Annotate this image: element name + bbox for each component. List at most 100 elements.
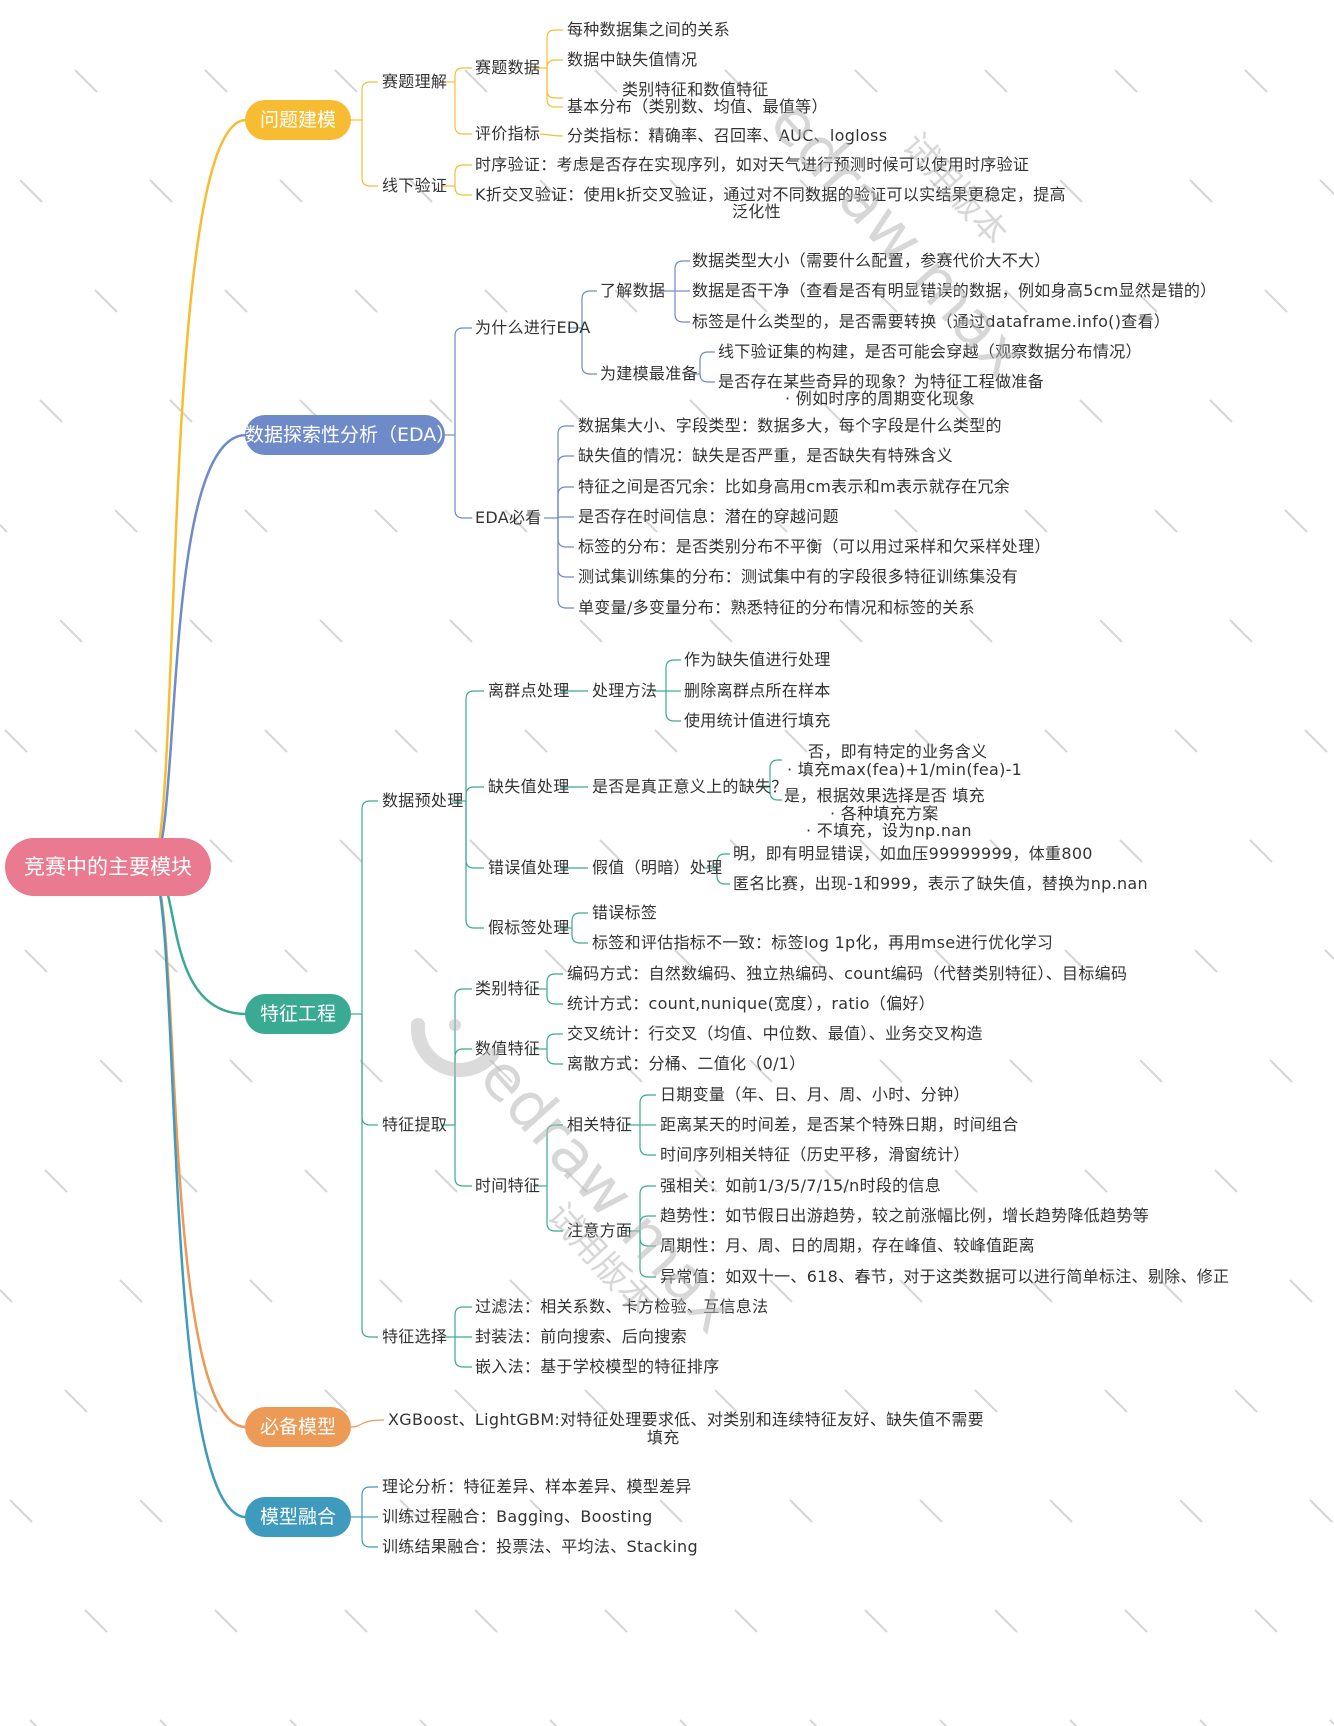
node-missing[interactable]: 缺失值处理 (488, 777, 570, 796)
node-problem-data[interactable]: 赛题数据 (475, 58, 541, 77)
root-node[interactable]: 竞赛中的主要模块 (5, 838, 211, 896)
connector-line (639, 1094, 656, 1125)
leaf-related-0[interactable]: 日期变量（年、日、月、周、小时、分钟） (660, 1085, 970, 1104)
leaf-eda-must-4[interactable]: 标签的分布：是否类别分布不平衡（可以用过采样和欠采样处理） (578, 537, 1051, 556)
leaf-num-1[interactable]: 离散方式：分桶、二值化（0/1） (567, 1054, 806, 1073)
leaf-eda-must-3[interactable]: 是否存在时间信息：潜在的穿越问题 (578, 507, 839, 526)
leaf-fusion-2[interactable]: 训练结果融合：投票法、平均法、Stacking (382, 1537, 698, 1556)
connector-line (639, 1125, 656, 1156)
branch-model-fusion[interactable]: 模型融合 (245, 1497, 351, 1537)
connector-line (557, 455, 574, 518)
leaf-select-1[interactable]: 封装法：前向搜索、后向搜索 (475, 1327, 687, 1346)
leaf-related-1[interactable]: 距离某天的时间差，是否某个特殊日期，时间组合 (660, 1115, 1019, 1134)
node-why-eda[interactable]: 为什么进行EDA (475, 318, 591, 337)
leaf-attention-0[interactable]: 强相关：如前1/3/5/7/15/n时段的信息 (660, 1176, 942, 1195)
leaf-attention-3[interactable]: 异常值：如双十一、618、春节，对于这类数据可以进行简单标注、剔除、修正 (660, 1267, 1230, 1286)
leaf-eda-must-0[interactable]: 数据集大小、字段类型：数据多大，每个字段是什么类型的 (578, 416, 1002, 435)
leaf-data-relation[interactable]: 每种数据集之间的关系 (567, 20, 731, 39)
node-related-feature[interactable]: 相关特征 (567, 1115, 633, 1134)
leaf-time-series-validation[interactable]: 时序验证：考虑是否存在实现序列，如对天气进行预测时候可以使用时序验证 (475, 155, 1030, 174)
leaf-method-0[interactable]: 作为缺失值进行处理 (684, 650, 831, 669)
leaf-method-2[interactable]: 使用统计值进行填充 (684, 711, 831, 730)
leaf-data-missing[interactable]: 数据中缺失值情况 (567, 50, 698, 69)
leaf-periodic-example[interactable]: · 例如时序的周期变化现象 (785, 389, 976, 408)
node-preprocess[interactable]: 数据预处理 (382, 791, 464, 810)
leaf-models-desc-cont[interactable]: 填充 (647, 1428, 680, 1447)
branch-feature-engineering[interactable]: 特征工程 (245, 994, 351, 1034)
node-know-data[interactable]: 了解数据 (600, 281, 666, 300)
leaf-method-1[interactable]: 删除离群点所在样本 (684, 681, 831, 700)
leaf-metric[interactable]: 分类指标：精确率、召回率、AUC、logloss (567, 126, 888, 145)
node-attention[interactable]: 注意方面 (567, 1221, 633, 1240)
branch-required-models[interactable]: 必备模型 (245, 1407, 351, 1447)
leaf-fake-label-0[interactable]: 错误标签 (592, 903, 658, 922)
node-category-feature[interactable]: 类别特征 (475, 979, 541, 998)
leaf-fusion-0[interactable]: 理论分析：特征差异、样本差异、模型差异 (382, 1477, 692, 1496)
leaf-select-2[interactable]: 嵌入法：基于学校模型的特征排序 (475, 1357, 720, 1376)
node-method[interactable]: 处理方法 (592, 681, 658, 700)
connector-line (699, 351, 715, 374)
leaf-label-type[interactable]: 标签是什么类型的，是否需要转换（通过dataframe.info()查看） (692, 312, 1171, 331)
connector-line (454, 1125, 472, 1187)
connector-line (149, 865, 247, 1519)
leaf-fake-1[interactable]: 匿名比赛，出现-1和999，表示了缺失值，替换为np.nan (733, 874, 1148, 893)
connector-line (361, 1014, 378, 1338)
node-eda-must-see[interactable]: EDA必看 (475, 508, 542, 527)
leaf-fake-label-1[interactable]: 标签和评估指标不一致：标签log 1p化，再用mse进行优化学习 (592, 933, 1054, 952)
node-outlier[interactable]: 离群点处理 (488, 681, 570, 700)
leaf-eda-must-5[interactable]: 测试集训练集的分布：测试集中有的字段很多特征训练集没有 (578, 567, 1019, 586)
connector-line (148, 118, 247, 869)
node-feature-select[interactable]: 特征选择 (382, 1327, 448, 1346)
leaf-fusion-1[interactable]: 训练过程融合：Bagging、Boosting (382, 1507, 653, 1526)
node-prep-modeling[interactable]: 为建模最准备 (600, 364, 698, 383)
connector-line (465, 801, 484, 929)
leaf-eda-must-2[interactable]: 特征之间是否冗余：比如身高用cm表示和m表示就存在冗余 (578, 477, 1011, 496)
leaf-data-clean[interactable]: 数据是否干净（查看是否有明显错误的数据，例如身高5cm显然是错的） (692, 281, 1217, 300)
leaf-kfold-validation-cont[interactable]: 泛化性 (732, 202, 781, 221)
connector-line (665, 659, 681, 691)
node-feature-extract[interactable]: 特征提取 (382, 1115, 448, 1134)
leaf-real-no-fill[interactable]: · 填充max(fea)+1/min(fea)-1 (787, 760, 1023, 779)
connector-line (639, 1215, 656, 1231)
branch-eda[interactable]: 数据探索性分析（EDA） (245, 415, 445, 455)
leaf-cat-0[interactable]: 编码方式：自然数编码、独立热编码、count编码（代替类别特征）、目标编码 (567, 964, 1128, 983)
leaf-models-desc[interactable]: XGBoost、LightGBM:对特征处理要求低、对类别和连续特征友好、缺失值… (388, 1410, 984, 1429)
connector-line (699, 373, 715, 383)
branch-problem-modeling[interactable]: 问题建模 (245, 100, 351, 140)
connector-line (557, 425, 574, 518)
leaf-real-yes[interactable]: 是，根据效果选择是否 填充 (784, 786, 985, 805)
node-problem-understanding[interactable]: 赛题理解 (382, 72, 448, 91)
connector-line (465, 786, 484, 801)
node-error-value[interactable]: 错误值处理 (488, 858, 570, 877)
leaf-real-yes-nan[interactable]: · 不填充，设为np.nan (806, 821, 972, 840)
leaf-data-size[interactable]: 数据类型大小（需要什么配置，参赛代价大不大） (692, 251, 1051, 270)
leaf-related-2[interactable]: 时间序列相关特征（历史平移，滑窗统计） (660, 1145, 970, 1164)
leaf-data-distribution[interactable]: 基本分布（类别数、均值、最值等） (567, 97, 828, 116)
leaf-real-no[interactable]: 否，即有特定的业务含义 (808, 742, 988, 761)
node-offline-validation[interactable]: 线下验证 (382, 176, 448, 195)
node-fake-label[interactable]: 假标签处理 (488, 918, 570, 937)
leaf-attention-1[interactable]: 趋势性：如节假日出游趋势，较之前涨幅比例，增长趋势降低趋势等 (660, 1206, 1150, 1225)
leaf-num-0[interactable]: 交叉统计：行交叉（均值、中位数、最值）、业务交叉构造 (567, 1024, 983, 1043)
node-fake-value[interactable]: 假值（明暗）处理 (592, 858, 723, 877)
leaf-cat-1[interactable]: 统计方式：count,nunique(宽度），ratio（偏好） (567, 994, 935, 1013)
connector-line (454, 186, 472, 196)
node-metric[interactable]: 评价指标 (475, 124, 541, 143)
leaf-fake-0[interactable]: 明，即有明显错误，如血压99999999，体重800 (733, 844, 1093, 863)
connector-line (546, 1186, 563, 1232)
leaf-real-yes-schemes[interactable]: · 各种填充方案 (830, 804, 939, 823)
leaf-kfold-validation[interactable]: K折交叉验证：使用k折交叉验证，通过对不同数据的验证可以实结果更稳定，提高 (475, 185, 1066, 204)
leaf-attention-2[interactable]: 周期性：月、周、日的周期，存在峰值、较峰值距离 (660, 1236, 1035, 1255)
leaf-eda-must-1[interactable]: 缺失值的情况：缺失是否严重，是否缺失有特殊含义 (578, 446, 953, 465)
connector-line (361, 81, 378, 120)
leaf-select-0[interactable]: 过滤法：相关系数、卡方检验、互信息法 (475, 1297, 769, 1316)
leaf-strange-phenomena[interactable]: 是否存在某些奇异的现象？为特征工程做准备 (718, 372, 1045, 391)
leaf-validation-build[interactable]: 线下验证集的构建，是否可能会穿越（观察数据分布情况） (718, 342, 1142, 361)
leaf-data-feature-types[interactable]: 类别特征和数值特征 (622, 80, 769, 99)
connector-line (454, 327, 472, 435)
leaf-eda-must-6[interactable]: 单变量/多变量分布：熟悉特征的分布情况和标签的关系 (578, 598, 975, 617)
node-real-missing[interactable]: 是否是真正意义上的缺失？ (592, 777, 788, 796)
node-time-feature[interactable]: 时间特征 (475, 1176, 541, 1195)
connector-line (454, 82, 472, 135)
connector-line (361, 800, 378, 1014)
